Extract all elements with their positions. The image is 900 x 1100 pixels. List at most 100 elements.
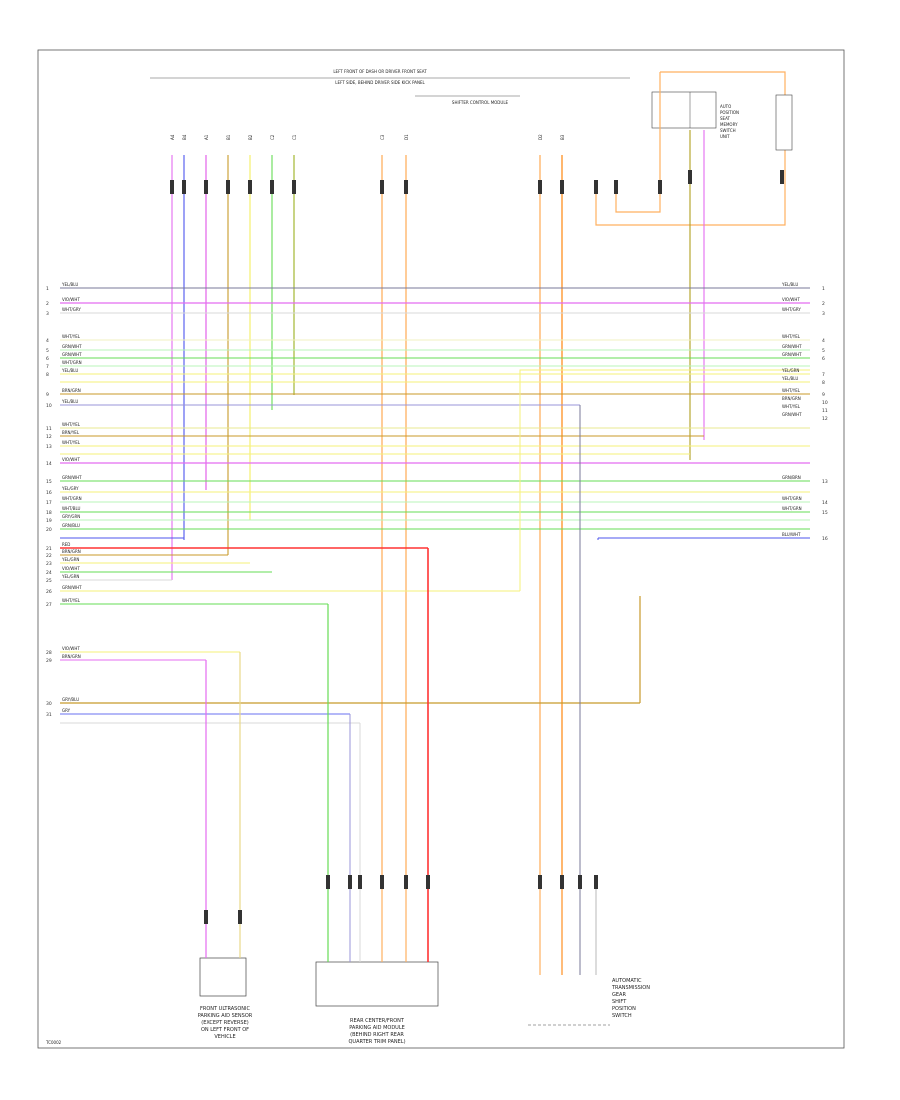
left-color: YEL/GRY <box>61 486 79 491</box>
right-color: YEL/BLU <box>781 376 798 381</box>
left-color: GRY/BLU <box>62 697 79 702</box>
left-color: WHT/GRN <box>62 496 82 501</box>
seat-switch-box-right <box>775 94 793 151</box>
right-color: GRN/WHT <box>782 412 802 417</box>
left-color: GRN/WHT <box>62 344 82 349</box>
left-pin: 16 <box>46 490 52 496</box>
right-pin: 3 <box>822 311 825 317</box>
left-pin: 26 <box>46 589 52 595</box>
left-color: WHT/YEL <box>62 440 81 445</box>
left-pin: 8 <box>46 372 49 378</box>
right-color: WHT/YEL <box>782 334 801 339</box>
left-pin: 24 <box>46 570 52 576</box>
shift-note-3: SHIFT <box>612 999 627 1005</box>
shift-note-2: GEAR <box>612 992 626 998</box>
left-pin: 18 <box>46 510 52 516</box>
right-pin: 5 <box>822 348 825 354</box>
front-sensor-caption-4: VEHICLE <box>214 1034 235 1040</box>
header-line2: LEFT SIDE, BEHIND DRIVER SIDE KICK PANEL <box>335 80 425 85</box>
left-color: GRN/WHT <box>62 585 82 590</box>
left-pin: 14 <box>46 461 52 467</box>
top-vertical-wires <box>171 130 705 880</box>
front-sensor-caption-0: FRONT ULTRASONIC <box>200 1006 250 1012</box>
left-color: BRN/GRN <box>62 654 81 659</box>
left-pin: 6 <box>46 356 49 362</box>
shift-note-0: AUTOMATIC <box>612 978 642 984</box>
right-color: WHT/GRN <box>782 496 802 501</box>
right-pin: 15 <box>822 510 828 516</box>
left-color: YEL/GRN <box>61 557 79 562</box>
left-color: WHT/YEL <box>62 598 81 603</box>
left-pin: 20 <box>46 527 52 533</box>
top-pin: B4 <box>182 134 187 140</box>
right-pin: 6 <box>822 356 825 362</box>
tcu-label: SHIFTER CONTROL MODULE <box>452 100 509 105</box>
seat-switch-note-5: UNIT <box>720 134 730 139</box>
left-bus-labels: 1 YEL/BLU 2 VIO/WHT 3 WHT/GRY 4 WHT/YEL … <box>46 282 82 718</box>
right-pin: 11 <box>822 408 828 414</box>
left-color: BRN/GRN <box>62 549 81 554</box>
seat-switch-note-0: AUTO <box>720 104 731 109</box>
right-color: WHT/YEL <box>782 388 801 393</box>
left-color: WHT/YEL <box>62 422 81 427</box>
left-color: YEL/BLU <box>61 368 78 373</box>
front-sensor-caption-1: PARKING AID SENSOR <box>198 1013 253 1019</box>
top-pin: A1 <box>204 134 209 140</box>
seat-switch-note-1: POSITION <box>720 110 739 115</box>
left-color: WHT/YEL <box>62 334 81 339</box>
left-pin: 2 <box>46 301 49 307</box>
right-pin: 16 <box>822 536 828 542</box>
top-pin: B2 <box>248 134 253 140</box>
left-pin: 23 <box>46 561 52 567</box>
left-pin: 17 <box>46 500 52 506</box>
left-color: VIO/WHT <box>62 457 80 462</box>
right-color: VIO/WHT <box>782 297 800 302</box>
right-bus-labels: 1 YEL/BLU 2 VIO/WHT 3 WHT/GRY 4 WHT/YEL … <box>781 282 828 542</box>
left-pin: 7 <box>46 364 49 370</box>
shift-note-1: TRANSMISSION <box>611 985 650 991</box>
left-pin: 30 <box>46 701 52 707</box>
left-color: RED <box>62 542 70 547</box>
front-sensor-caption-3: ON LEFT FRONT OF <box>201 1027 249 1033</box>
right-pin: 12 <box>822 416 828 422</box>
left-color: VIO/WHT <box>62 646 80 651</box>
left-pin: 9 <box>46 392 49 398</box>
left-pin: 28 <box>46 650 52 656</box>
seat-switch-note-2: SEAT <box>720 116 730 121</box>
left-pin: 21 <box>46 546 52 552</box>
left-color: VIO/WHT <box>62 566 80 571</box>
left-pin: 19 <box>46 518 52 524</box>
right-pin: 8 <box>822 380 825 386</box>
seat-switch-box <box>651 91 717 129</box>
right-pin: 9 <box>822 392 825 398</box>
seat-switch-note-3: MEMORY <box>720 122 738 127</box>
rear-module-caption-0: REAR CENTER/FRONT <box>350 1018 405 1024</box>
left-color: GRN/WHT <box>62 352 82 357</box>
left-color: GRN/BLU <box>62 523 80 528</box>
rear-module-caption-1: PARKING AID MODULE <box>349 1025 405 1031</box>
shift-switch-component: AUTOMATIC TRANSMISSION GEAR SHIFT POSITI… <box>528 875 650 1026</box>
left-pin: 4 <box>46 338 49 344</box>
top-pin: B1 <box>226 134 231 140</box>
diagram-frame <box>37 49 845 1049</box>
right-color: BLU/WHT <box>782 532 801 537</box>
right-color: GRN/WHT <box>782 352 802 357</box>
rear-module-component: REAR CENTER/FRONT PARKING AID MODULE (BE… <box>315 875 439 1045</box>
top-pin: D2 <box>538 134 543 140</box>
seat-switch-note-4: SWITCH <box>720 128 736 133</box>
top-connector-stubs <box>170 170 784 194</box>
left-color: WHT/GRN <box>62 360 82 365</box>
right-color: YEL/GRN <box>781 368 799 373</box>
left-color: VIO/WHT <box>62 297 80 302</box>
left-color: WHT/GRY <box>62 307 81 312</box>
right-pin: 1 <box>822 286 825 292</box>
left-pin: 12 <box>46 434 52 440</box>
right-pin: 13 <box>822 479 828 485</box>
shift-note-5: SWITCH <box>612 1013 632 1019</box>
left-color: GRY/GRN <box>62 514 80 519</box>
right-pin: 2 <box>822 301 825 307</box>
top-pin: A4 <box>170 134 175 140</box>
left-pin: 11 <box>46 426 52 432</box>
rear-module-caption-2: (BEHIND RIGHT REAR <box>350 1032 404 1038</box>
left-pin: 15 <box>46 479 52 485</box>
